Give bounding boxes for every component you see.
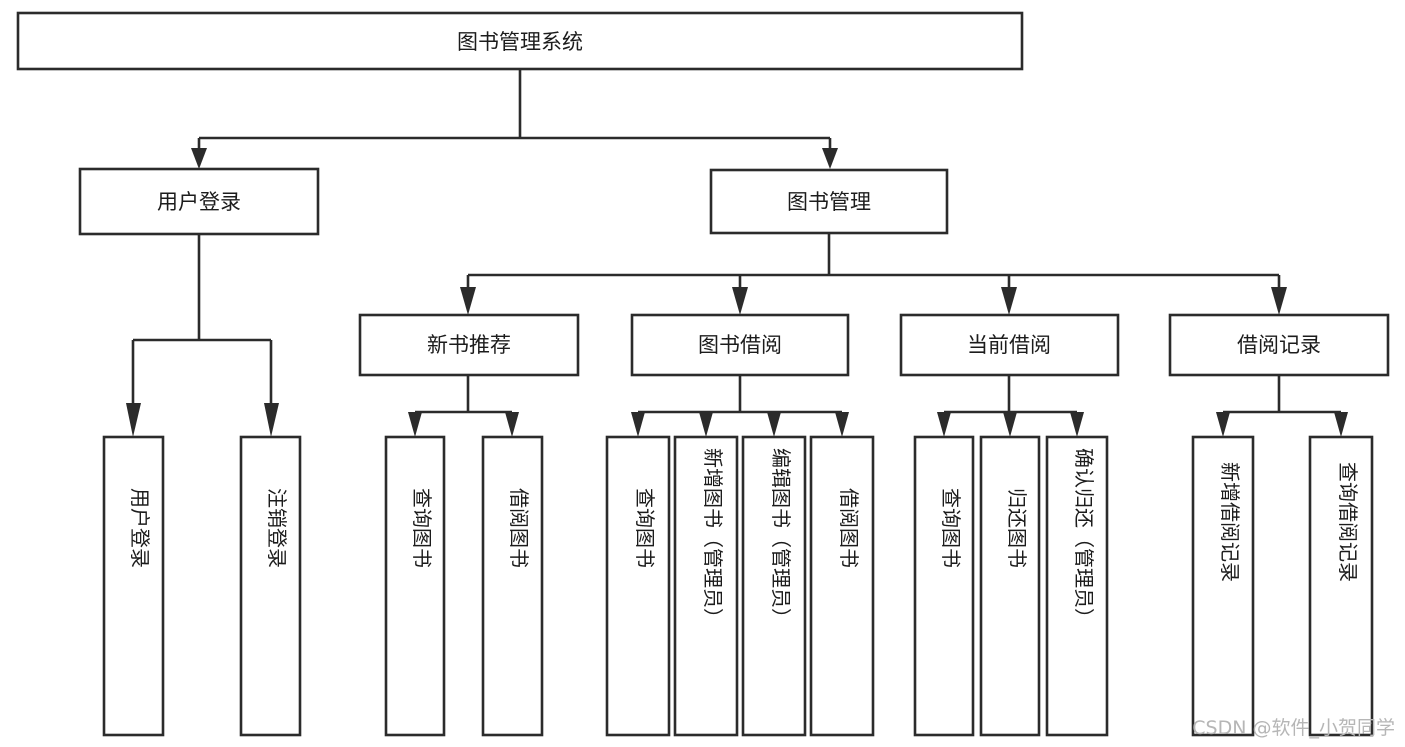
node-leaf-user-login-box[interactable] xyxy=(102,435,165,737)
node-leaf-query-book-2-label: 查询图书 xyxy=(633,488,657,568)
node-current-borrow-box[interactable] xyxy=(899,313,1120,377)
node-leaf-borrow-book-1[interactable]: 借阅图书 xyxy=(481,435,544,737)
arrow-to-leaf-query-book-2 xyxy=(631,412,645,437)
node-leaf-return-book-label: 归还图书 xyxy=(1005,488,1029,568)
node-root-box[interactable] xyxy=(16,11,1024,71)
arrow-to-borrow-record xyxy=(1271,287,1287,315)
node-leaf-query-record-box[interactable] xyxy=(1308,435,1374,737)
arrow-root-to-user-login xyxy=(191,148,207,169)
connector-group-root xyxy=(191,69,838,169)
node-leaf-user-login-label: 用户登录 xyxy=(128,488,152,568)
node-leaf-logout-label: 注销登录 xyxy=(265,488,289,568)
node-user-login-box[interactable] xyxy=(78,167,320,236)
node-leaf-borrow-book-1-label: 借阅图书 xyxy=(507,488,531,568)
node-leaf-add-book[interactable]: 新增图书（管理员） xyxy=(673,435,739,737)
arrow-to-leaf-borrow-book-2 xyxy=(835,412,849,437)
connector-group-book-manage xyxy=(460,233,1287,315)
watermark-label: CSDN @软件_小贺同学 xyxy=(1192,717,1395,739)
node-new-book-rec-box[interactable] xyxy=(358,313,580,377)
node-leaf-add-record[interactable]: 新增借阅记录 xyxy=(1191,435,1255,737)
node-leaf-query-record[interactable]: 查询借阅记录 xyxy=(1308,435,1374,737)
node-leaf-borrow-book-2[interactable]: 借阅图书 xyxy=(809,435,875,737)
node-leaf-query-book-3-box[interactable] xyxy=(913,435,975,737)
node-leaf-query-book-1-label: 查询图书 xyxy=(410,488,434,568)
node-new-book-rec[interactable]: 新书推荐 xyxy=(358,313,580,377)
node-leaf-confirm-return-label: 确认归还（管理员） xyxy=(1072,448,1096,628)
node-leaf-edit-book-box[interactable] xyxy=(741,435,807,737)
arrow-to-leaf-query-book-3 xyxy=(937,412,951,437)
node-leaf-add-book-box[interactable] xyxy=(673,435,739,737)
connector-group-user-login xyxy=(126,234,279,437)
arrow-to-leaf-confirm-return xyxy=(1070,412,1084,437)
node-leaf-query-book-3-label: 查询图书 xyxy=(939,488,963,568)
node-leaf-user-login[interactable]: 用户登录 xyxy=(102,435,165,737)
arrow-to-leaf-logout xyxy=(264,403,279,437)
node-book-manage-label: 图书管理 xyxy=(787,190,871,214)
arrow-to-leaf-borrow-book-1 xyxy=(505,412,519,437)
connector-group-current-borrow xyxy=(937,375,1084,437)
arrow-to-current-borrow xyxy=(1001,287,1017,315)
node-current-borrow-label: 当前借阅 xyxy=(967,333,1051,357)
connector-group-book-borrow xyxy=(631,375,849,437)
arrow-to-leaf-user-login xyxy=(126,403,141,437)
connector-group-new-book-rec xyxy=(408,375,519,437)
arrow-root-to-book-manage xyxy=(822,148,838,169)
node-current-borrow[interactable]: 当前借阅 xyxy=(899,313,1120,377)
node-leaf-borrow-book-2-label: 借阅图书 xyxy=(837,488,861,568)
arrow-to-leaf-query-book-1 xyxy=(408,412,422,437)
node-leaf-confirm-return-box[interactable] xyxy=(1045,435,1109,737)
node-leaf-query-book-1[interactable]: 查询图书 xyxy=(384,435,446,737)
node-book-manage[interactable]: 图书管理 xyxy=(709,168,949,235)
node-leaf-query-book-3[interactable]: 查询图书 xyxy=(913,435,975,737)
node-borrow-record-label: 借阅记录 xyxy=(1237,333,1321,357)
node-leaf-edit-book[interactable]: 编辑图书（管理员） xyxy=(741,435,807,737)
node-root[interactable]: 图书管理系统 xyxy=(16,11,1024,71)
node-leaf-add-book-label: 新增图书（管理员） xyxy=(701,448,725,628)
arrow-to-leaf-return-book xyxy=(1003,412,1017,437)
node-leaf-return-book-box[interactable] xyxy=(979,435,1041,737)
node-root-label: 图书管理系统 xyxy=(457,30,583,54)
node-borrow-record-box[interactable] xyxy=(1168,313,1390,377)
arrow-to-leaf-query-record xyxy=(1334,412,1348,437)
node-leaf-add-record-label: 新增借阅记录 xyxy=(1218,462,1242,582)
arrow-to-book-borrow xyxy=(732,287,748,315)
node-leaf-query-book-2[interactable]: 查询图书 xyxy=(605,435,671,737)
node-leaf-add-record-box[interactable] xyxy=(1191,435,1255,737)
node-book-borrow[interactable]: 图书借阅 xyxy=(630,313,850,377)
node-leaf-confirm-return[interactable]: 确认归还（管理员） xyxy=(1045,435,1109,737)
node-leaf-logout[interactable]: 注销登录 xyxy=(239,435,302,737)
node-leaf-return-book[interactable]: 归还图书 xyxy=(979,435,1041,737)
node-new-book-rec-label: 新书推荐 xyxy=(427,333,511,357)
connector-group-borrow-record xyxy=(1216,375,1348,437)
arrow-to-new-book-rec xyxy=(460,287,476,315)
arrow-to-leaf-add-record xyxy=(1216,412,1230,437)
node-leaf-borrow-book-2-box[interactable] xyxy=(809,435,875,737)
node-book-manage-box[interactable] xyxy=(709,168,949,235)
node-user-login[interactable]: 用户登录 xyxy=(78,167,320,236)
node-leaf-borrow-book-1-box[interactable] xyxy=(481,435,544,737)
node-book-borrow-box[interactable] xyxy=(630,313,850,377)
node-leaf-logout-box[interactable] xyxy=(239,435,302,737)
node-borrow-record[interactable]: 借阅记录 xyxy=(1168,313,1390,377)
node-leaf-query-book-1-box[interactable] xyxy=(384,435,446,737)
node-leaf-query-book-2-box[interactable] xyxy=(605,435,671,737)
node-user-login-label: 用户登录 xyxy=(157,190,241,214)
node-book-borrow-label: 图书借阅 xyxy=(698,333,782,357)
arrow-to-leaf-add-book xyxy=(699,412,713,437)
node-leaf-query-record-label: 查询借阅记录 xyxy=(1336,462,1360,582)
arrow-to-leaf-edit-book xyxy=(767,412,781,437)
node-leaf-edit-book-label: 编辑图书（管理员） xyxy=(769,448,793,628)
